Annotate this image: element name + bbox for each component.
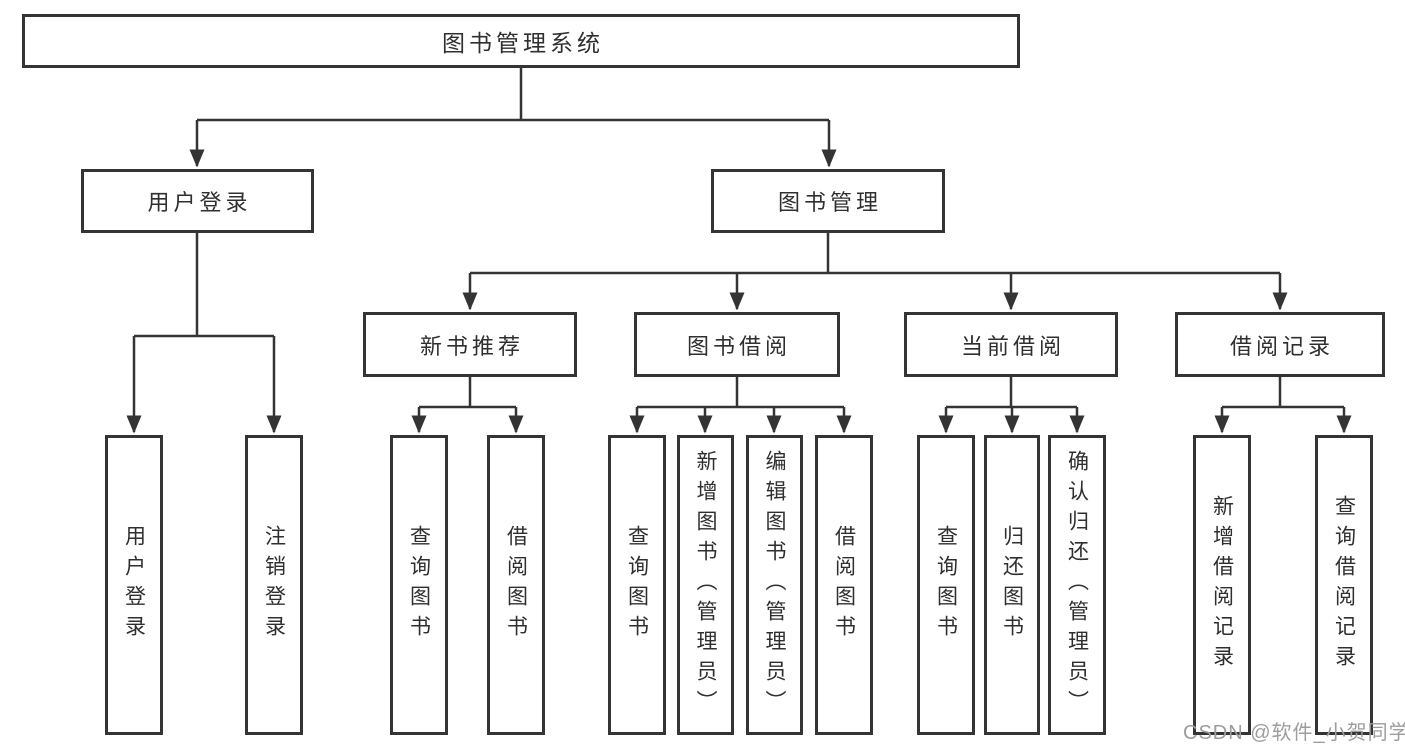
node-current-borrow: 当前借阅 — [904, 312, 1118, 377]
leaf-borrow-book-recommend: 借阅图书 — [487, 435, 545, 735]
leaf-query-book-borrow: 查询图书 — [608, 435, 666, 735]
leaf-borrow-book: 借阅图书 — [815, 435, 873, 735]
node-user-login: 用户登录 — [81, 169, 314, 233]
leaf-confirm-return-admin: 确认归还（管理员） — [1048, 435, 1106, 735]
csdn-watermark: CSDN @软件_小贺同学 — [1183, 722, 1405, 744]
node-book-borrow: 图书借阅 — [634, 312, 840, 377]
leaf-edit-book-admin: 编辑图书（管理员） — [746, 435, 803, 735]
node-book-management: 图书管理 — [711, 169, 945, 233]
leaf-logout: 注销登录 — [245, 435, 303, 735]
node-new-book-recommend: 新书推荐 — [363, 312, 577, 377]
node-root-system: 图书管理系统 — [22, 14, 1020, 68]
leaf-add-book-admin: 新增图书（管理员） — [677, 435, 734, 735]
leaf-query-book-current: 查询图书 — [917, 435, 975, 735]
node-borrow-records: 借阅记录 — [1175, 312, 1385, 377]
leaf-return-book: 归还图书 — [984, 435, 1040, 735]
leaf-query-book-recommend: 查询图书 — [390, 435, 448, 735]
leaf-add-borrow-record: 新增借阅记录 — [1193, 435, 1251, 735]
leaf-user-login: 用户登录 — [105, 435, 163, 735]
leaf-query-borrow-record: 查询借阅记录 — [1315, 435, 1373, 735]
